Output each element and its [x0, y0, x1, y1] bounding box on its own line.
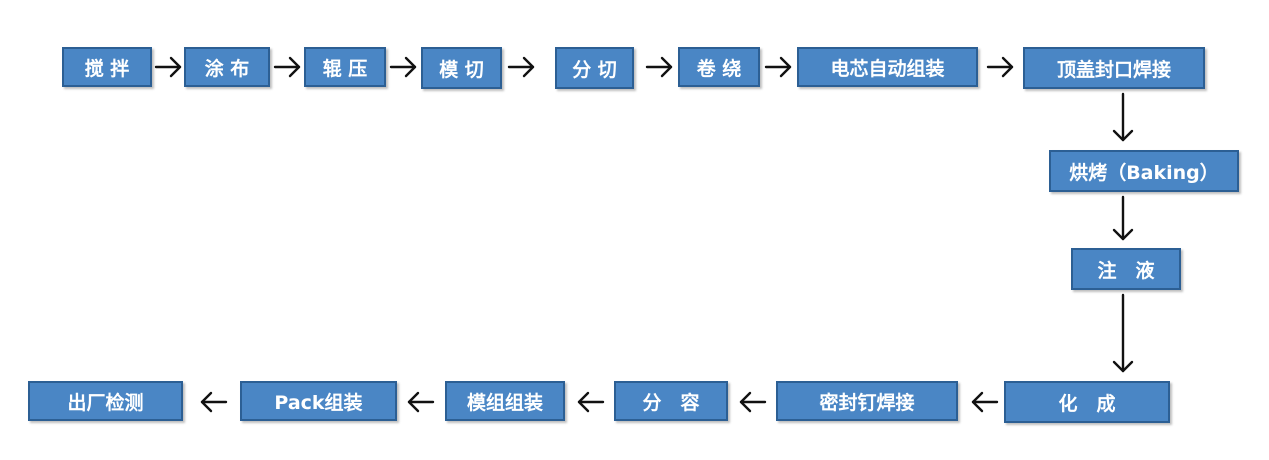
step-stirring: 搅 拌 [62, 47, 152, 87]
step-slitting: 分 切 [555, 47, 634, 89]
arrow-left-icon [739, 391, 767, 413]
arrow-down-icon [1112, 293, 1134, 373]
step-pack-assembly: Pack组装 [240, 381, 397, 421]
arrow-right-icon [389, 56, 417, 78]
arrow-down-icon [1112, 195, 1134, 241]
arrow-left-icon [577, 391, 605, 413]
arrow-right-icon [154, 56, 182, 78]
arrow-left-icon [200, 391, 228, 413]
arrow-right-icon [645, 56, 673, 78]
arrow-left-icon [407, 391, 435, 413]
arrow-right-icon [986, 56, 1014, 78]
step-cell-assembly: 电芯自动组装 [797, 47, 978, 87]
step-baking: 烘烤（Baking） [1049, 150, 1239, 192]
step-top-cover-welding: 顶盖封口焊接 [1023, 47, 1205, 89]
step-seal-pin-welding: 密封钉焊接 [776, 381, 958, 421]
step-winding: 卷 绕 [678, 47, 760, 87]
step-electrolyte-filling: 注 液 [1071, 248, 1181, 290]
step-module-assembly: 模组组装 [445, 381, 565, 421]
arrow-right-icon [273, 56, 301, 78]
step-capacity-grading: 分 容 [614, 381, 728, 421]
step-rolling: 辊 压 [304, 47, 386, 87]
arrow-down-icon [1112, 92, 1134, 142]
step-formation: 化 成 [1004, 381, 1170, 423]
arrow-left-icon [971, 391, 999, 413]
step-die-cutting: 模 切 [421, 47, 502, 89]
step-factory-inspection: 出厂检测 [28, 381, 183, 421]
arrow-right-icon [507, 56, 535, 78]
arrow-right-icon [764, 56, 792, 78]
step-coating: 涂 布 [184, 47, 270, 87]
